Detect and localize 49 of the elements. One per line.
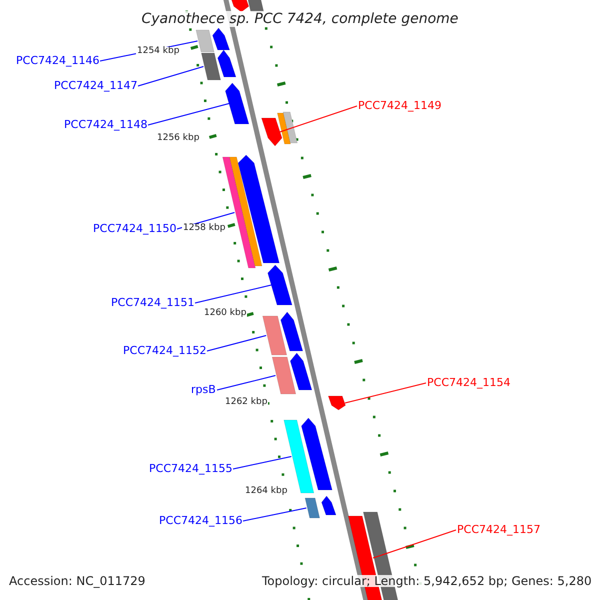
leader-line bbox=[232, 456, 292, 470]
gene-label: rpsB bbox=[191, 384, 216, 395]
gene-label: PCC7424_1146 bbox=[16, 55, 100, 66]
gene-feature bbox=[277, 112, 291, 144]
leader-line bbox=[216, 375, 276, 390]
gene-feature bbox=[290, 352, 312, 390]
gene-feature bbox=[272, 356, 296, 394]
gene-feature bbox=[196, 30, 214, 52]
gene-feature bbox=[304, 498, 320, 518]
gene-label: PCC7424_1150 bbox=[93, 223, 176, 234]
gene-label: PCC7424_1155 bbox=[149, 463, 232, 474]
gene-feature bbox=[280, 312, 304, 352]
gene-feature bbox=[225, 82, 250, 124]
gene-feature bbox=[301, 418, 332, 490]
leader-line bbox=[344, 382, 426, 404]
scale-label: 1254 kbp bbox=[136, 47, 180, 56]
leader-line bbox=[242, 508, 307, 522]
gene-feature bbox=[238, 154, 280, 264]
gene-label: PCC7424_1149 bbox=[358, 100, 442, 111]
scale-label: 1258 kbp bbox=[182, 224, 226, 233]
gene-feature bbox=[328, 396, 346, 410]
gene-feature bbox=[282, 112, 298, 144]
footer-text: Accession: NC_011729 bbox=[9, 575, 146, 587]
scale-label: 1256 kbp bbox=[156, 134, 200, 143]
gene-feature bbox=[261, 118, 282, 146]
gene-feature bbox=[212, 28, 230, 50]
gene-label: PCC7424_1157 bbox=[457, 524, 540, 535]
leader-line bbox=[206, 335, 267, 352]
gene-feature bbox=[201, 52, 221, 80]
gene-label: PCC7424_1147 bbox=[54, 80, 138, 91]
gene-feature bbox=[268, 264, 292, 306]
gene-feature bbox=[217, 50, 236, 78]
scale-label: 1264 kbp bbox=[244, 487, 288, 496]
gene-feature bbox=[262, 316, 287, 356]
gene-label: PCC7424_1154 bbox=[427, 377, 510, 388]
scale-label: 1262 kbp bbox=[224, 398, 268, 407]
gene-label: PCC7424_1148 bbox=[64, 119, 148, 130]
gene-label: PCC7424_1156 bbox=[159, 515, 242, 526]
footer-text: Topology: circular; Length: 5,942,652 bp; Genes: 5,280 bbox=[262, 575, 592, 587]
gene-label: PCC7424_1151 bbox=[111, 297, 194, 308]
gene-feature bbox=[229, 156, 262, 266]
gene-label: PCC7424_1152 bbox=[123, 345, 206, 356]
gene-feature bbox=[321, 496, 336, 516]
leader-line bbox=[372, 530, 456, 558]
leader-line bbox=[194, 284, 272, 304]
leader-line bbox=[138, 66, 204, 86]
leader-line bbox=[148, 103, 230, 126]
scale-label: 1260 kbp bbox=[203, 309, 248, 318]
leader-line bbox=[279, 106, 358, 132]
